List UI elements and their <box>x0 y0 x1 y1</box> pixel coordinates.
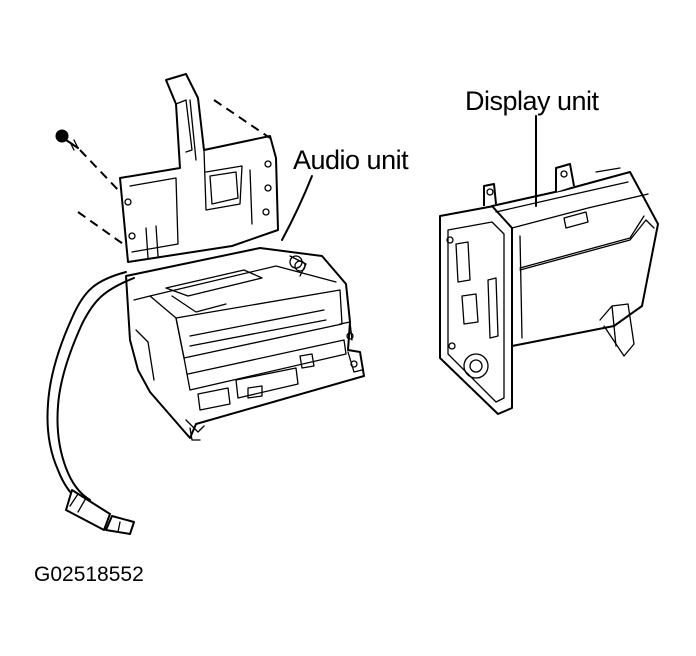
wiring-harness <box>46 271 135 535</box>
display-unit-label: Display unit <box>465 86 599 116</box>
screw-guide-line <box>79 149 121 193</box>
audio-unit-leader-line <box>281 175 313 241</box>
screw-guide-line-lower <box>77 211 127 247</box>
audio-unit-label: Audio unit <box>293 145 409 175</box>
audio-unit-body <box>125 247 365 441</box>
mounting-bracket <box>119 73 279 263</box>
figure-id-label: G02518552 <box>34 563 144 586</box>
mounting-screw <box>55 129 79 151</box>
display-unit-assembly <box>439 115 659 415</box>
bracket-guide-line <box>213 99 271 139</box>
audio-unit-assembly <box>46 73 365 535</box>
